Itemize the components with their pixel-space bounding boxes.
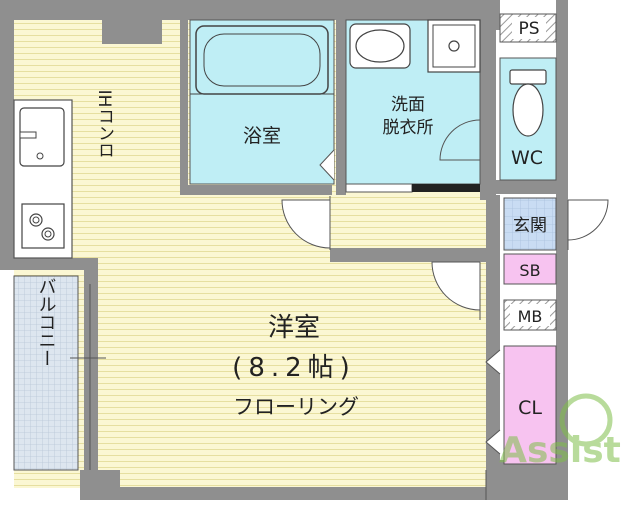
toilet-tank (509, 69, 547, 85)
ps-label: PS (518, 19, 539, 39)
flooring-label: フローリング (233, 395, 359, 419)
wash-basin (349, 23, 411, 69)
washing-machine-space (427, 19, 481, 73)
wc-door-swing (439, 119, 481, 161)
bath-door (319, 149, 335, 181)
bath-label: 浴室 (243, 125, 281, 147)
cl-label: CL (518, 397, 542, 419)
closet-doors (485, 349, 501, 455)
mb-label: MB (518, 307, 543, 326)
entrance-floor (503, 197, 557, 251)
sb-label: SB (519, 261, 540, 280)
room-size-label: (8.2帖) (232, 353, 356, 383)
corridor-door-swing (281, 199, 331, 249)
washroom-label-2: 脱衣所 (383, 118, 434, 138)
washroom-label-1: 洗面 (391, 95, 425, 115)
svg-text:Assist: Assist (499, 430, 621, 471)
toilet-bowl (512, 83, 544, 137)
ih-stove (21, 203, 65, 249)
balcony-label: バルコニー (36, 277, 57, 367)
room-door-swing (431, 261, 481, 311)
ih-stove-label: IHコンロ (94, 90, 114, 159)
wc-label: WC (511, 147, 543, 169)
entrance-label: 玄関 (513, 216, 547, 236)
shoe-box (503, 253, 557, 285)
front-door-swing (567, 199, 609, 241)
closet (503, 345, 557, 465)
walls (0, 0, 568, 500)
western-room-label: 洋室 (268, 313, 320, 343)
assist-watermark: Assist (499, 393, 621, 471)
balcony (13, 275, 79, 471)
